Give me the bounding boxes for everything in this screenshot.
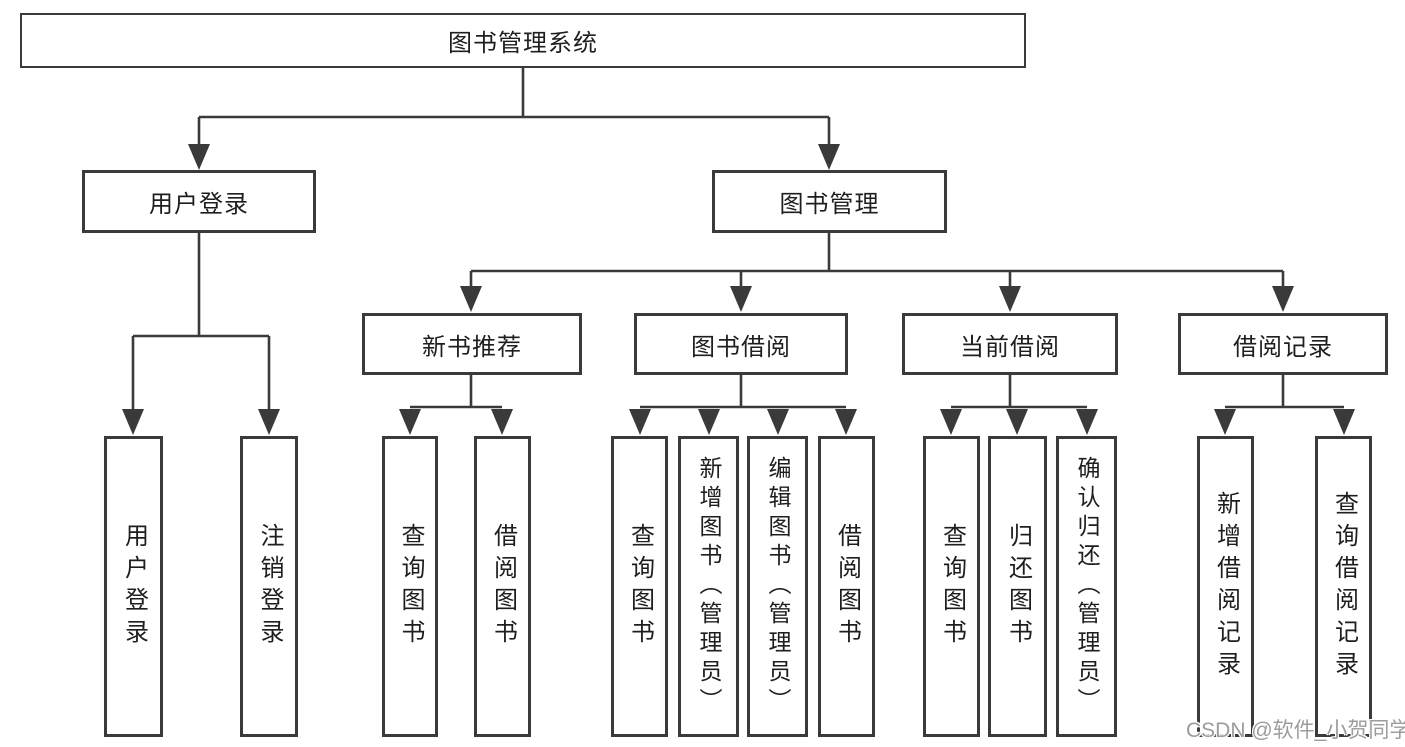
arrowhead-icon (818, 144, 840, 170)
node-label: 图书管理系统 (448, 30, 598, 57)
node-label: 注销登录 (256, 522, 283, 651)
connector-book-management-branch (460, 233, 1294, 312)
connector-user-login-branch (122, 233, 280, 435)
node-label: 用户登录 (120, 522, 148, 651)
node-label: 新增借阅记录 (1212, 490, 1240, 683)
node-label: 编辑图书（管理员） (765, 456, 791, 717)
leaf-borrow-book: 借阅图书 (818, 436, 875, 737)
connector-book-borrow-branch (629, 375, 857, 435)
arrowhead-icon (835, 409, 857, 435)
node-label: 图书管理 (779, 191, 880, 218)
node-label: 查询图书 (397, 522, 424, 651)
arrowhead-icon (698, 409, 720, 435)
arrowhead-icon (730, 286, 752, 312)
node-label: 图书借阅 (691, 333, 791, 361)
node-label: 借阅图书 (833, 522, 861, 651)
leaf-query-borrow-record: 查询借阅记录 (1315, 436, 1372, 737)
arrowhead-icon (188, 144, 210, 170)
node-label: 查询借阅记录 (1330, 490, 1358, 683)
leaf-query-book: 查询图书 (923, 436, 980, 737)
connector-path (1225, 375, 1344, 409)
node-borrow-records: 借阅记录 (1178, 313, 1388, 375)
node-label: 借阅图书 (489, 522, 517, 651)
arrowhead-icon (399, 409, 421, 435)
connector-path (197, 68, 831, 148)
node-new-book-recommend: 新书推荐 (362, 313, 582, 375)
leaf-user-login: 用户登录 (104, 436, 163, 737)
node-label: 用户登录 (149, 191, 249, 218)
leaf-edit-book-admin: 编辑图书（管理员） (747, 436, 808, 737)
node-book-borrow: 图书借阅 (634, 313, 848, 375)
leaf-borrow-book: 借阅图书 (474, 436, 531, 737)
node-label: 确认归还（管理员） (1074, 456, 1100, 717)
node-label: 当前借阅 (960, 333, 1060, 361)
leaf-confirm-return-admin: 确认归还（管理员） (1056, 436, 1117, 737)
arrowhead-icon (629, 409, 651, 435)
arrowhead-icon (491, 409, 513, 435)
node-label: 借阅记录 (1233, 333, 1333, 361)
node-user-login: 用户登录 (82, 170, 316, 233)
leaf-add-book-admin: 新增图书（管理员） (678, 436, 739, 737)
arrowhead-icon (1214, 409, 1236, 435)
node-label: 查询图书 (626, 522, 654, 651)
node-label: 归还图书 (1004, 522, 1032, 651)
connector-root-branch (188, 68, 840, 170)
arrowhead-icon (122, 409, 144, 435)
connector-path (469, 233, 1285, 289)
leaf-query-book: 查询图书 (611, 436, 668, 737)
arrowhead-icon (940, 409, 962, 435)
arrowhead-icon (258, 409, 280, 435)
connector-path (410, 375, 502, 409)
connector-path (640, 375, 846, 409)
arrowhead-icon (767, 409, 789, 435)
connector-current-borrow-branch (940, 375, 1098, 435)
node-book-management: 图书管理 (712, 170, 947, 233)
node-current-borrow: 当前借阅 (902, 313, 1118, 375)
connector-path (131, 233, 271, 414)
connector-new-book-branch (399, 375, 513, 435)
arrowhead-icon (1006, 409, 1028, 435)
node-label: 新增图书（管理员） (696, 456, 722, 717)
node-label: 查询图书 (938, 522, 966, 651)
leaf-add-borrow-record: 新增借阅记录 (1197, 436, 1254, 737)
connector-path (951, 375, 1087, 409)
arrowhead-icon (999, 286, 1021, 312)
arrowhead-icon (460, 286, 482, 312)
arrowhead-icon (1076, 409, 1098, 435)
node-label: 新书推荐 (422, 333, 522, 361)
leaf-query-book: 查询图书 (382, 436, 438, 737)
arrowhead-icon (1333, 409, 1355, 435)
arrowhead-icon (1272, 286, 1294, 312)
connector-borrow-records-branch (1214, 375, 1355, 435)
leaf-logout: 注销登录 (240, 436, 298, 737)
node-library-system: 图书管理系统 (20, 13, 1026, 68)
watermark: CSDN @软件_小贺同学 (1186, 719, 1405, 742)
leaf-return-book: 归还图书 (988, 436, 1047, 737)
